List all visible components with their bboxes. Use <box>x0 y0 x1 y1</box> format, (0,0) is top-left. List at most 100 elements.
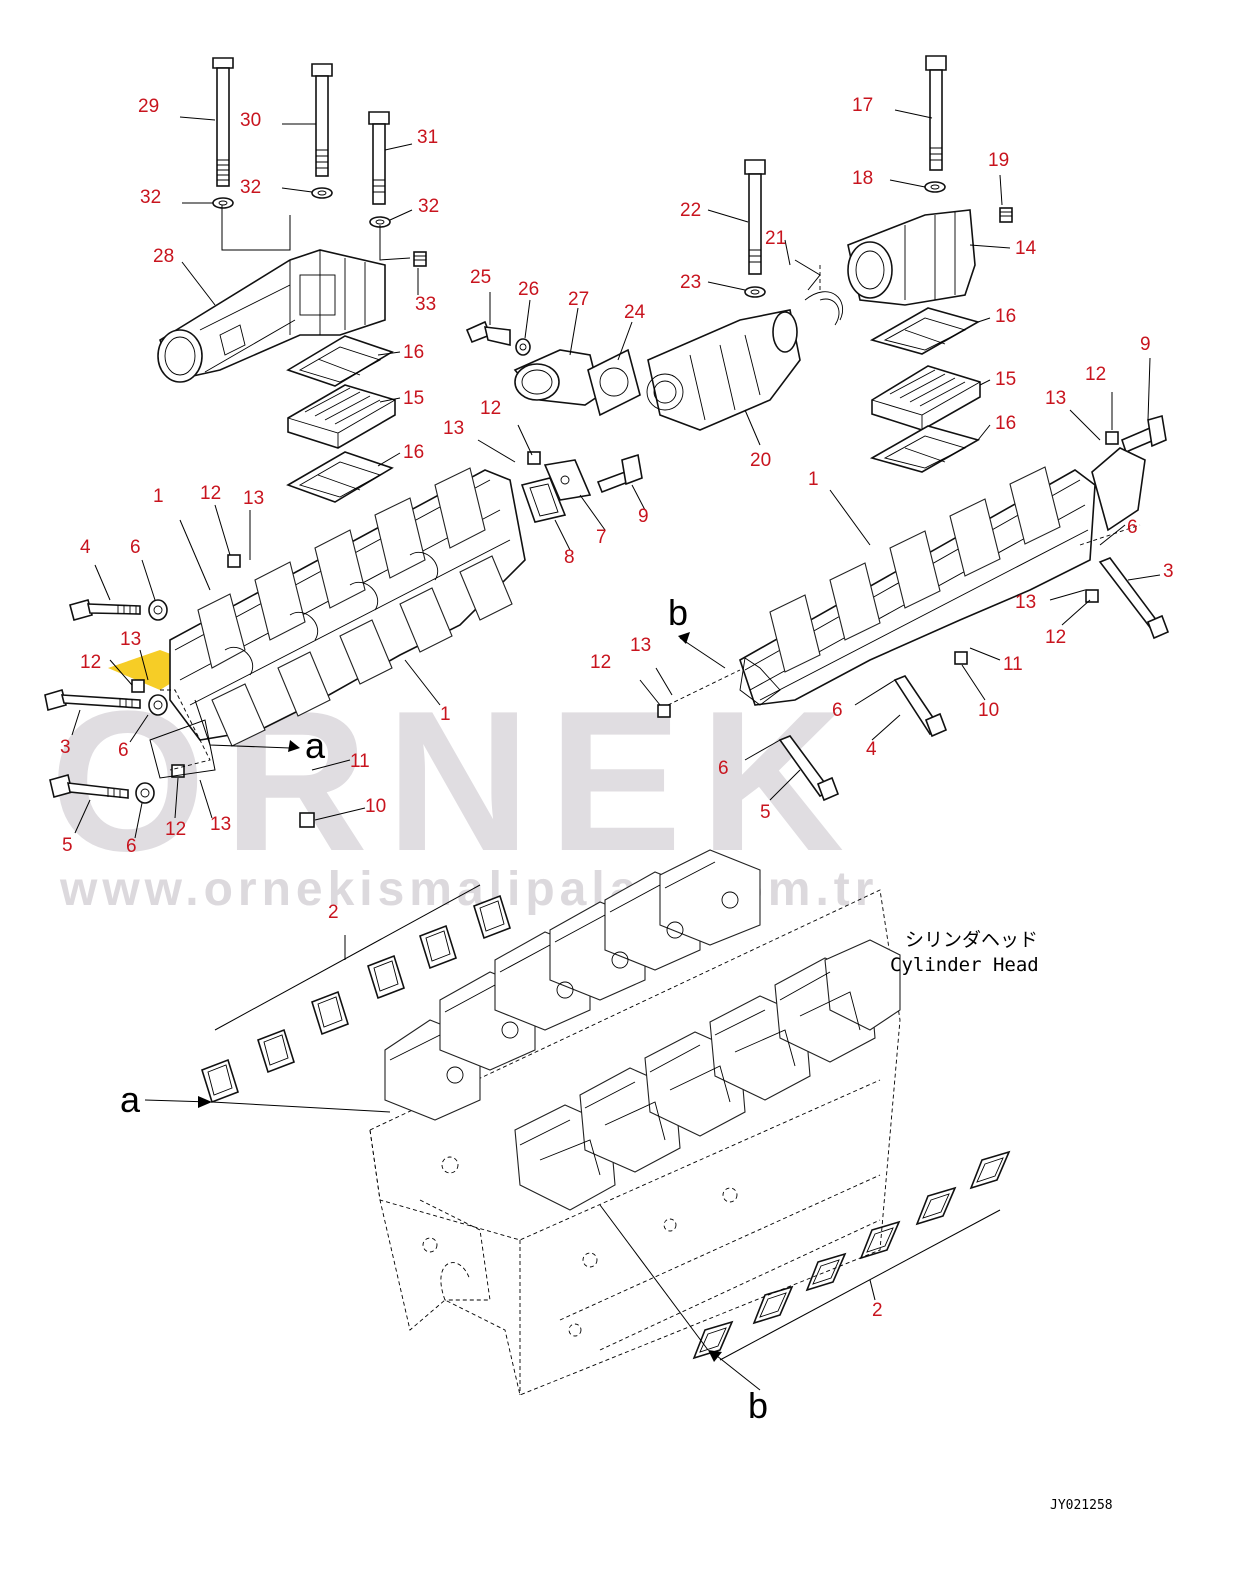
callout-12a: 12 <box>1085 364 1106 385</box>
callout-12c: 12 <box>480 398 501 419</box>
callout-1b: 1 <box>153 486 164 507</box>
callout-18: 18 <box>852 168 873 189</box>
callout-16b: 16 <box>403 442 424 463</box>
heat-shield-15-right <box>871 365 981 431</box>
callout-13d: 13 <box>243 488 264 509</box>
callout-12g: 12 <box>590 652 611 673</box>
callout-labels: 29 30 31 32 32 32 28 33 16 15 16 25 26 2… <box>60 95 1174 1321</box>
callout-10a: 10 <box>978 700 999 721</box>
exhaust-manifold-1-left <box>169 467 526 747</box>
callout-3b: 3 <box>60 737 71 758</box>
callout-25: 25 <box>470 267 491 288</box>
bolt-29 <box>212 57 234 187</box>
reference-arrows <box>144 1096 761 1391</box>
callout-6b: 6 <box>130 537 141 558</box>
callout-16d: 16 <box>995 413 1016 434</box>
housing-14 <box>847 209 976 306</box>
reference-letter-labels: b a a b <box>120 592 768 1426</box>
callout-24: 24 <box>624 302 646 323</box>
exhaust-manifold-1-right <box>739 466 1096 706</box>
callout-6e: 6 <box>832 700 843 721</box>
bolt-25 <box>465 320 511 347</box>
callout-8: 8 <box>564 547 575 568</box>
callout-20: 20 <box>750 450 771 471</box>
ref-letter-a-upper: a <box>305 725 326 766</box>
callout-32c: 32 <box>418 196 439 217</box>
callout-9a: 9 <box>1140 334 1151 355</box>
exhaust-elbow-28 <box>157 249 386 383</box>
callout-2a: 2 <box>328 902 339 923</box>
stud-19 <box>999 207 1013 223</box>
callout-2b: 2 <box>872 1300 883 1321</box>
callout-4b: 4 <box>866 739 877 760</box>
clamp-21 <box>804 291 844 326</box>
callout-9b: 9 <box>638 506 649 527</box>
callout-27: 27 <box>568 289 589 310</box>
callout-1a: 1 <box>808 469 819 490</box>
gasket-16-right-top <box>869 307 981 355</box>
callout-13a: 13 <box>1045 388 1066 409</box>
callout-28: 28 <box>153 246 174 267</box>
bolt-17 <box>925 55 947 171</box>
leader-lines <box>71 109 1161 839</box>
gasket-16-left-bottom <box>286 451 394 503</box>
callout-13b: 13 <box>1015 592 1036 613</box>
callout-16c: 16 <box>995 306 1016 327</box>
gasket-24 <box>587 348 641 417</box>
callout-6c: 6 <box>118 740 129 761</box>
callout-16a: 16 <box>403 342 424 363</box>
callout-12f: 12 <box>165 819 186 840</box>
cylinder-heads-upper-bank <box>384 849 761 1121</box>
ref-letter-b-upper: b <box>668 592 688 633</box>
callout-21: 21 <box>765 228 786 249</box>
callout-31: 31 <box>417 127 438 148</box>
callout-11b: 11 <box>350 751 370 772</box>
callout-19: 19 <box>988 150 1009 171</box>
callout-30: 30 <box>240 110 261 131</box>
cylinder-heads-lower-bank <box>514 939 901 1211</box>
callout-7: 7 <box>596 527 607 548</box>
bolt-31 <box>368 111 390 205</box>
callout-23: 23 <box>680 272 701 293</box>
callout-13f: 13 <box>210 814 231 835</box>
callout-11a: 11 <box>1003 654 1023 675</box>
elbow-27 <box>513 349 601 406</box>
callout-13g: 13 <box>630 635 651 656</box>
callout-13c: 13 <box>443 418 464 439</box>
bolt-9-right <box>1121 414 1167 454</box>
engine-block <box>369 889 901 1396</box>
callout-32b: 32 <box>240 177 261 198</box>
callout-1c: 1 <box>440 704 451 725</box>
callout-15a: 15 <box>403 388 424 409</box>
callout-12b: 12 <box>1045 627 1066 648</box>
cylinder-head-label-en: Cylinder Head <box>890 954 1039 976</box>
callout-14: 14 <box>1015 238 1037 259</box>
gasket-strip-2-lower <box>692 1150 1011 1361</box>
callout-10b: 10 <box>365 796 386 817</box>
callout-32a: 32 <box>140 187 161 208</box>
callout-5a: 5 <box>62 835 73 856</box>
callout-15b: 15 <box>995 369 1016 390</box>
bolt-22 <box>744 159 766 275</box>
stud-33 <box>413 251 427 267</box>
callout-12d: 12 <box>200 483 221 504</box>
callout-4a: 4 <box>80 537 91 558</box>
drawing-code: JY021258 <box>1050 1498 1113 1513</box>
cylinder-head-label: シリンダヘッド Cylinder Head <box>890 929 1039 976</box>
callout-6a: 6 <box>1127 517 1138 538</box>
bolt-9-center <box>596 453 643 494</box>
ref-letter-b-lower: b <box>748 1385 768 1426</box>
callout-22: 22 <box>680 200 701 221</box>
callout-12e: 12 <box>80 652 101 673</box>
callout-26: 26 <box>518 279 539 300</box>
callout-6d: 6 <box>126 836 137 857</box>
callout-3a: 3 <box>1163 561 1174 582</box>
cylinder-head-label-jp: シリンダヘッド <box>905 929 1038 951</box>
callout-6f: 6 <box>718 758 729 779</box>
gasket-16-left-top <box>286 335 394 387</box>
cover-plate-right <box>1091 447 1146 532</box>
ref-letter-a-lower: a <box>120 1079 141 1120</box>
callout-17: 17 <box>852 95 873 116</box>
bolt-30 <box>311 63 333 177</box>
turbo-housing-20 <box>646 309 801 431</box>
